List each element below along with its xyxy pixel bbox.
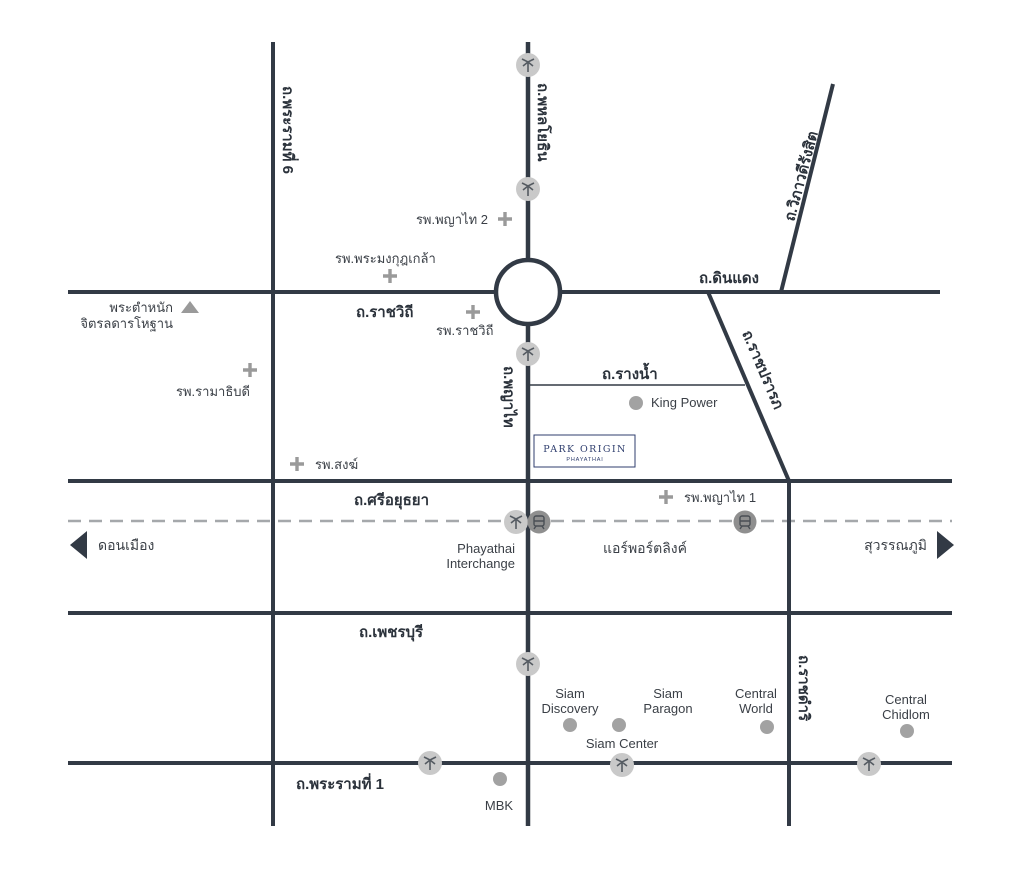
road-label-phaya-thai: ถ.พญาไท: [500, 366, 519, 428]
label-interchange-line1: Phayathai: [457, 541, 515, 556]
plus-icon: [241, 361, 259, 379]
label-songkhro-hospital: รพ.สงฆ์: [315, 457, 358, 472]
road-label-ratchadamri: ถ.ราชดำริ: [795, 655, 813, 722]
bts-train-icon: [609, 752, 635, 778]
airport-rail-link-icon: [526, 509, 552, 535]
label-siam-discovery-line2: Discovery: [541, 701, 599, 716]
label-suvarnabhumi: สุวรรณภูมิ: [864, 537, 927, 554]
dot-icon: [629, 396, 643, 410]
arrow-left-icon: [70, 531, 87, 559]
project-logo: PARK ORIGIN PHAYATHAI: [533, 434, 636, 468]
label-king-power: King Power: [651, 395, 718, 410]
label-central-chidlom-line1: Central: [885, 692, 927, 707]
place-dots: [493, 396, 914, 786]
road-label-phetchaburi: ถ.เพชรบุรี: [359, 624, 424, 642]
plus-icon: [496, 210, 514, 228]
bts-train-icon: [417, 750, 443, 776]
victory-monument-roundabout: [493, 257, 563, 327]
road-vibhavadi-line: [779, 83, 835, 293]
road-label-ratchawithi: ถ.ราชวิถี: [356, 303, 413, 321]
bts-train-icon: [856, 751, 882, 777]
label-ramathibodi-hospital: รพ.รามาธิบดี: [176, 384, 250, 399]
plus-icon: [288, 455, 306, 473]
label-phramongkut-hospital: รพ.พระมงกุฎเกล้า: [335, 251, 436, 267]
label-phyathai-2-hospital: รพ.พญาไท 2: [416, 212, 488, 227]
place-labels: รพ.พญาไท 2 รพ.พระมงกุฎเกล้า พระตำหนัก จิ…: [80, 212, 930, 813]
road-label-rama1: ถ.พระรามที่ 1: [296, 773, 384, 793]
logo-name: PARK ORIGIN: [543, 444, 626, 455]
road-label-phahonyothin: ถ.พหลโยธิน: [534, 83, 553, 162]
road-ratchaprarop-line: [706, 291, 791, 482]
label-siam-paragon-line2: Paragon: [643, 701, 692, 716]
label-central-world-line2: World: [739, 701, 773, 716]
label-phyathai-1-hospital: รพ.พญาไท 1: [684, 490, 756, 505]
bts-train-icon: [515, 651, 541, 677]
direction-arrows: ดอนเมือง สุวรรณภูมิ: [70, 531, 954, 559]
road-label-din-daeng: ถ.ดินแดง: [699, 269, 759, 287]
label-central-world-line1: Central: [735, 686, 777, 701]
plus-icon: [381, 267, 399, 285]
label-don-mueang: ดอนเมือง: [98, 537, 154, 553]
label-ratchawithi-hospital: รพ.ราชวิถี: [436, 323, 493, 338]
hospital-markers: [181, 210, 675, 506]
logo-subtitle: PHAYATHAI: [566, 457, 603, 463]
dot-icon: [493, 772, 507, 786]
arrow-right-icon: [937, 531, 954, 559]
label-siam-discovery-line1: Siam: [555, 686, 585, 701]
bts-train-icon: [515, 176, 541, 202]
roads: [68, 42, 952, 826]
dot-icon: [563, 718, 577, 732]
road-label-si-ayutthaya: ถ.ศรีอยุธยา: [354, 492, 429, 510]
airport-rail-link-icon: [732, 509, 758, 535]
plus-icon: [657, 488, 675, 506]
dot-icon: [612, 718, 626, 732]
label-palace-line1: พระตำหนัก: [109, 300, 173, 315]
label-siam-paragon-line1: Siam: [653, 686, 683, 701]
triangle-icon: [181, 301, 199, 313]
dot-icon: [900, 724, 914, 738]
bts-train-icon: [515, 341, 541, 367]
road-label-vibhavadi: ถ.วิภาวดีรังสิต: [780, 129, 821, 223]
label-airport-link: แอร์พอร์ตลิงค์: [603, 540, 687, 556]
label-central-chidlom-line2: Chidlom: [882, 707, 930, 722]
road-label-rama6: ถ.พระรามที่ 6: [279, 86, 299, 174]
label-interchange-line2: Interchange: [446, 556, 515, 571]
label-mbk: MBK: [485, 798, 514, 813]
label-siam-center: Siam Center: [586, 736, 659, 751]
bts-train-icon: [515, 52, 541, 78]
road-label-rang-nam: ถ.รางน้ำ: [602, 362, 658, 383]
plus-icon: [464, 303, 482, 321]
bts-train-icon: [503, 509, 529, 535]
road-label-ratchaprarop: ถ.ราชปรารภ: [738, 328, 786, 412]
dot-icon: [760, 720, 774, 734]
logo-box: [533, 434, 636, 468]
label-palace-line2: จิตรลดารโหฐาน: [80, 316, 173, 332]
